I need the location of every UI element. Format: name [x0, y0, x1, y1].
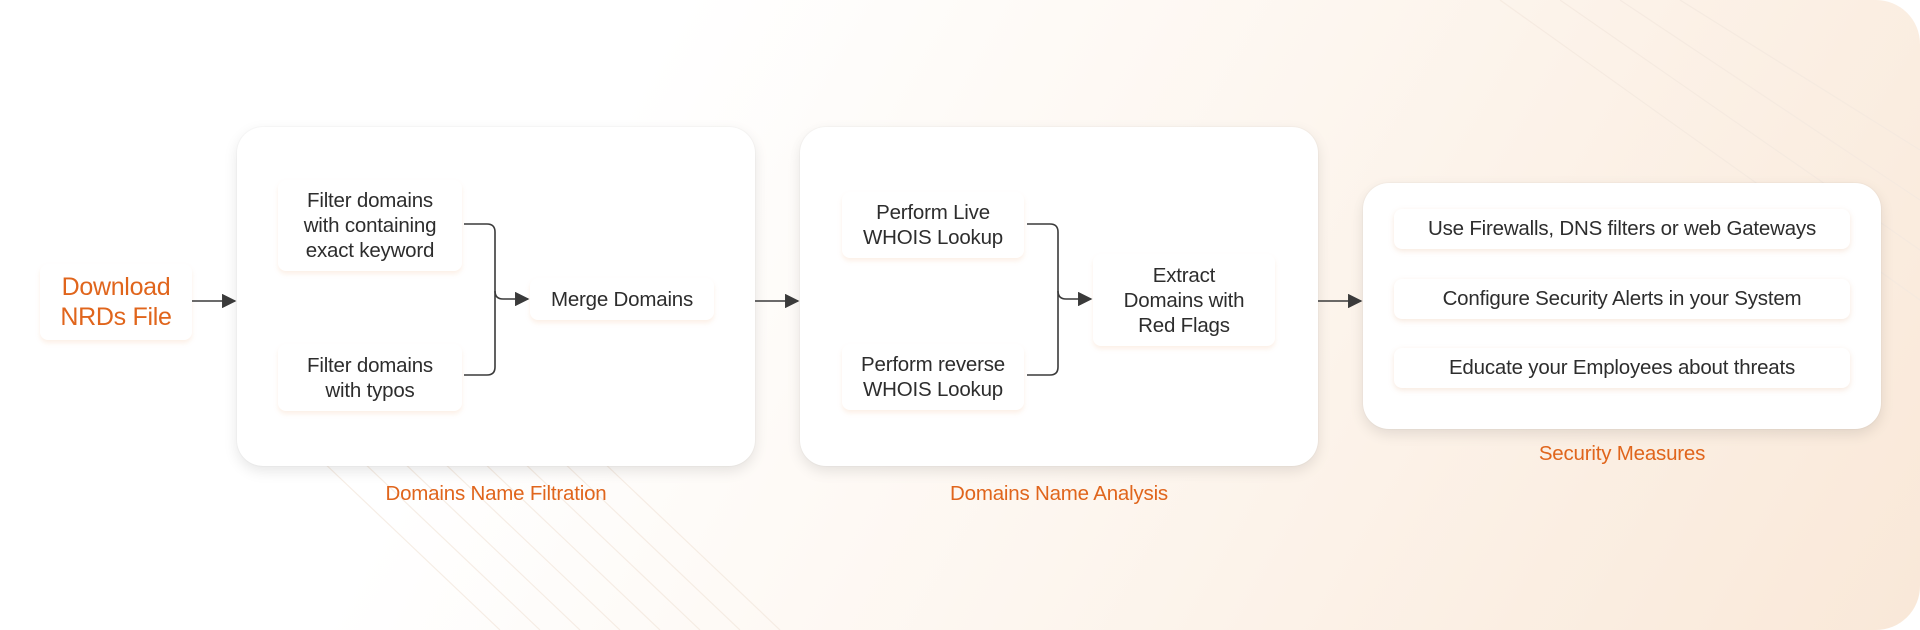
security-group-label: Security Measures [1538, 442, 1706, 465]
reverse-whois-line-2: WHOIS Lookup [862, 378, 1004, 401]
download-nrds-node: Download NRDs File [40, 264, 192, 340]
filter-keyword-line-2: with containing [303, 214, 437, 237]
security-measure-firewalls: Use Firewalls, DNS filters or web Gatewa… [1394, 209, 1850, 249]
filter-keyword-line-1: Filter domains [307, 189, 433, 212]
live-whois-line-1: Perform Live [876, 201, 990, 224]
filtration-group-label: Domains Name Filtration [385, 482, 607, 505]
security-measure-alerts-label: Configure Security Alerts in your System [1442, 287, 1802, 310]
analysis-group-label: Domains Name Analysis [950, 482, 1168, 505]
download-nrds-line-1: Download [61, 273, 171, 301]
live-whois-line-2: WHOIS Lookup [862, 226, 1004, 249]
filter-typos-line-1: Filter domains [307, 353, 433, 377]
security-measure-alerts: Configure Security Alerts in your System [1394, 279, 1850, 319]
merge-domains-node: Merge Domains [530, 278, 714, 320]
extract-red-flags-node: Extract Domains with Red Flags [1093, 254, 1275, 346]
filter-keyword-line-3: exact keyword [305, 239, 435, 262]
download-nrds-line-2: NRDs File [60, 303, 172, 331]
filter-typos-line-2: with typos [325, 378, 415, 402]
security-measure-firewalls-label: Use Firewalls, DNS filters or web Gatewa… [1427, 217, 1817, 240]
merge-domains-label: Merge Domains [550, 287, 694, 311]
reverse-whois-line-1: Perform reverse [861, 353, 1005, 376]
live-whois-node: Perform Live WHOIS Lookup [842, 192, 1024, 258]
extract-line-3: Red Flags [1138, 313, 1230, 337]
security-measure-education: Educate your Employees about threats [1394, 348, 1850, 388]
filter-keyword-node: Filter domains with containing exact key… [278, 180, 462, 271]
security-measure-education-label: Educate your Employees about threats [1448, 356, 1796, 379]
filter-typos-node: Filter domains with typos [278, 344, 462, 411]
extract-line-2: Domains with [1123, 288, 1245, 312]
extract-line-1: Extract [1152, 263, 1216, 287]
reverse-whois-node: Perform reverse WHOIS Lookup [842, 344, 1024, 410]
